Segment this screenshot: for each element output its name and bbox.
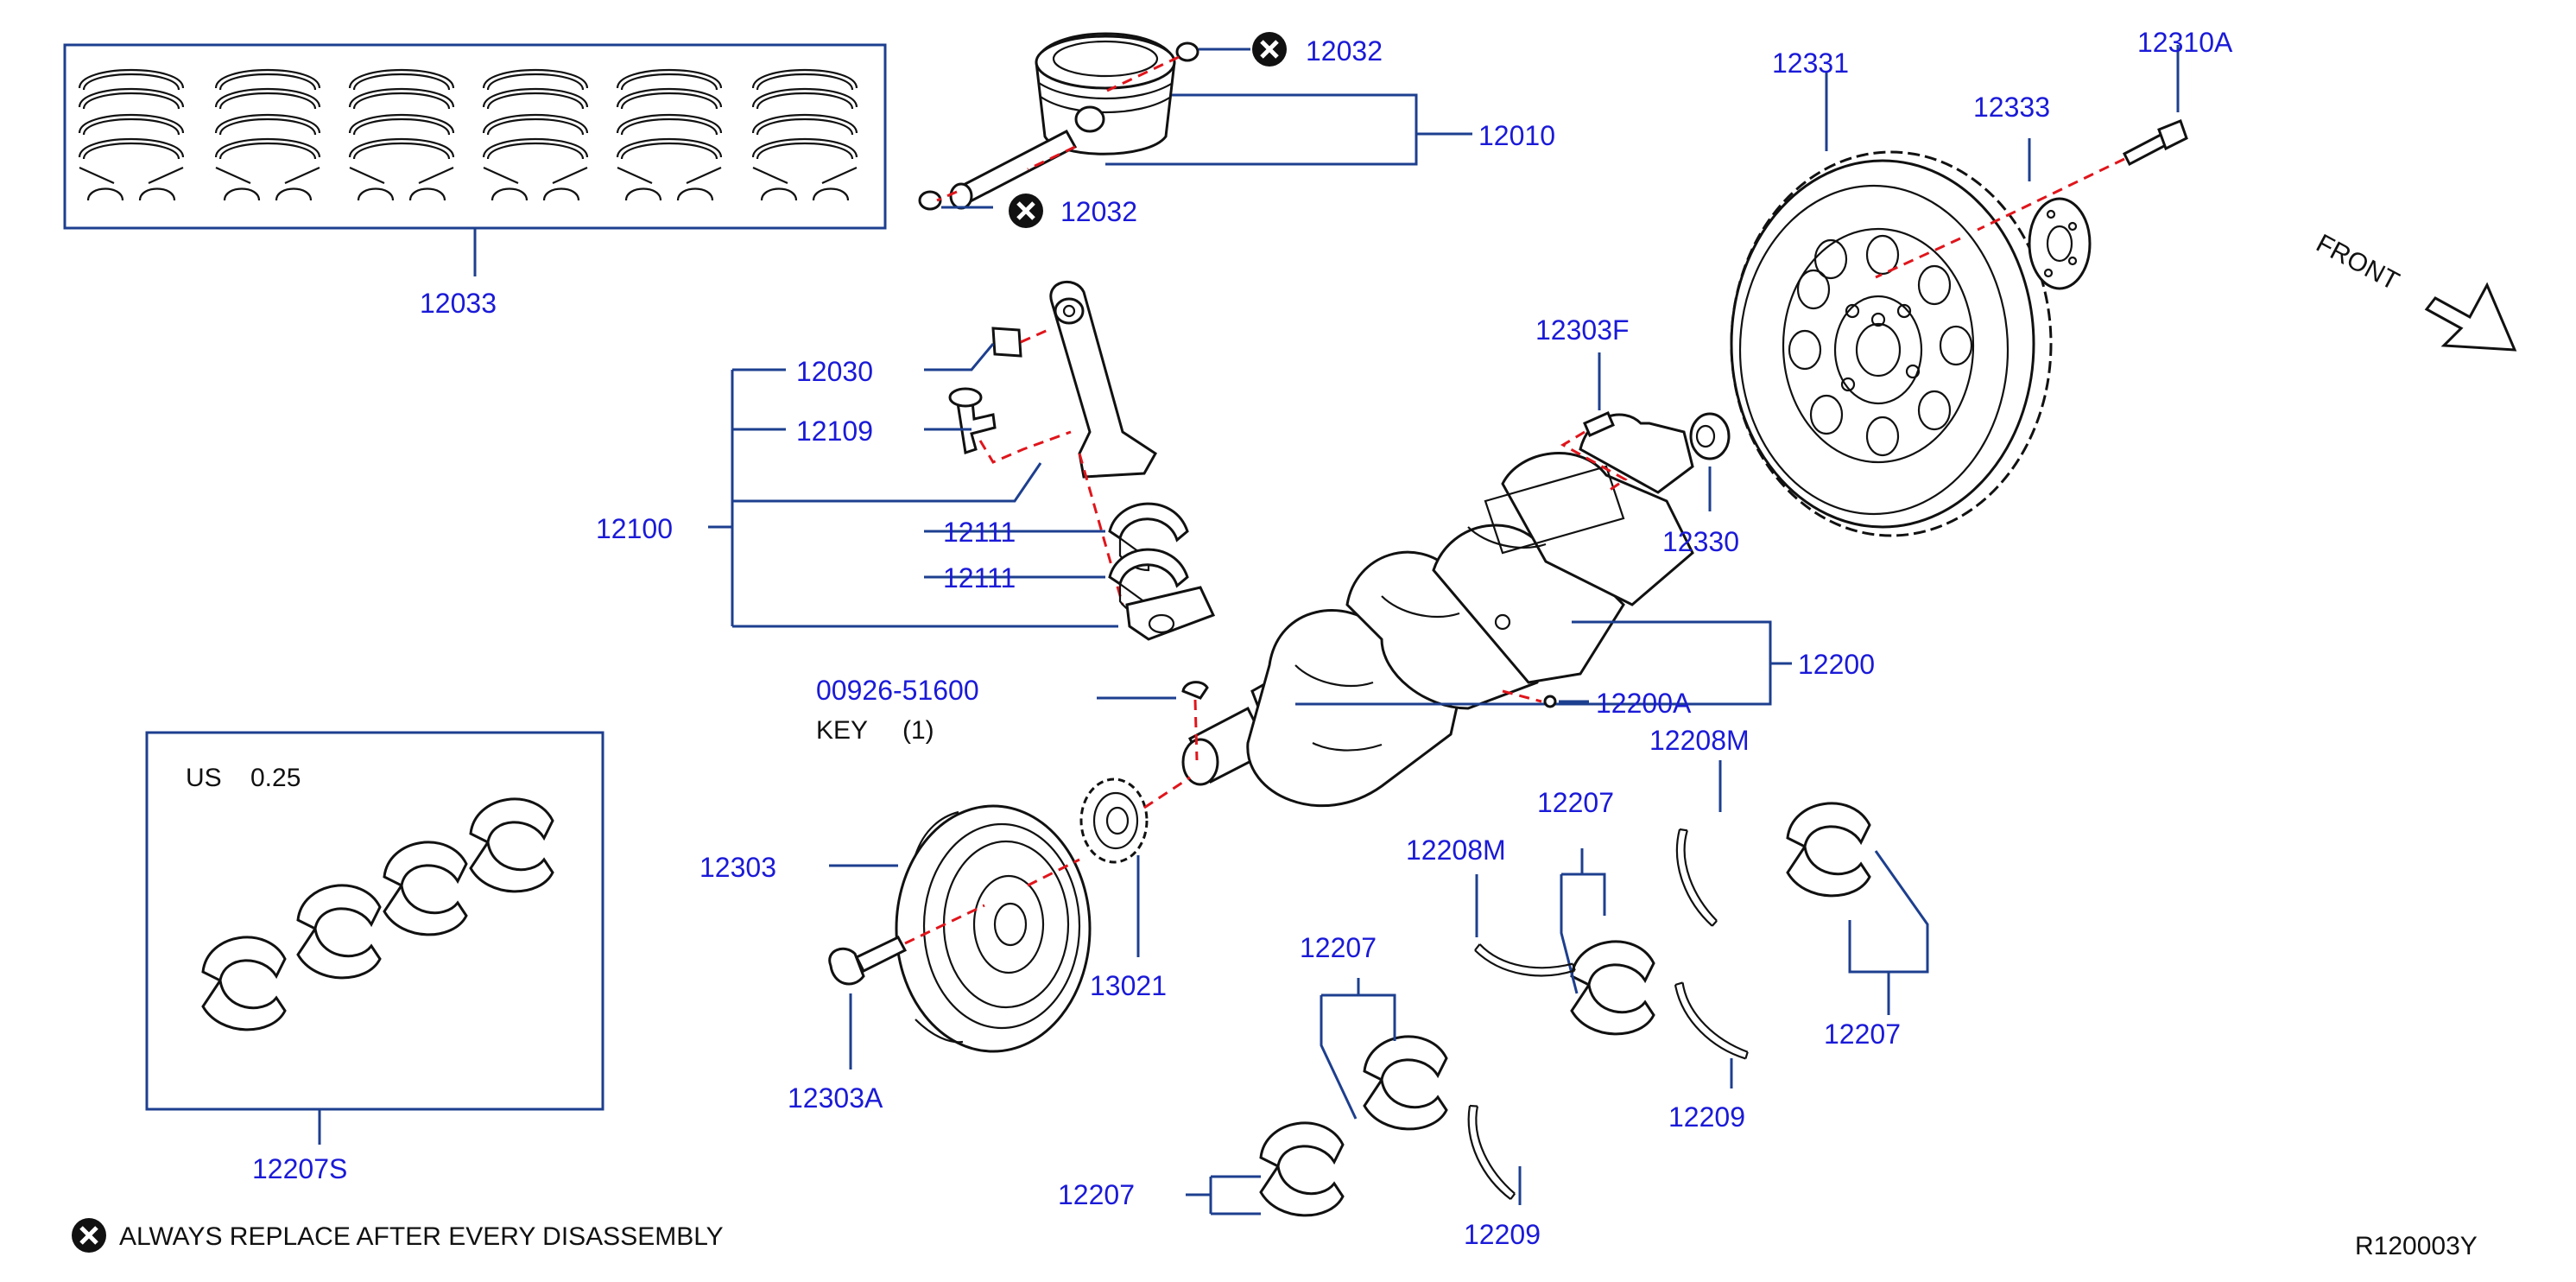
label-12109: 12109 bbox=[796, 416, 873, 447]
legend-text: ALWAYS REPLACE AFTER EVERY DISASSEMBLY bbox=[119, 1222, 724, 1251]
flywheel-bolt: 12310A bbox=[1875, 27, 2233, 279]
label-12331: 12331 bbox=[1772, 48, 1849, 79]
label-12033: 12033 bbox=[420, 288, 497, 319]
reinforcement-plate: 12333 bbox=[1973, 92, 2092, 290]
key-quantity: (1) bbox=[902, 716, 934, 745]
undersize-label: US bbox=[186, 764, 222, 792]
label-12100: 12100 bbox=[596, 513, 673, 544]
crankshaft: 12200 bbox=[1181, 413, 1875, 808]
legend: ALWAYS REPLACE AFTER EVERY DISASSEMBLY bbox=[72, 1218, 724, 1253]
thrust-washer-lower-1 bbox=[1438, 1101, 1545, 1201]
label-12303F: 12303F bbox=[1535, 314, 1630, 346]
main-bearing-1 bbox=[1259, 1121, 1345, 1217]
dowel-pin: 12303F bbox=[1535, 314, 1630, 494]
crank-sprocket: 13021 bbox=[1079, 777, 1167, 1001]
main-bearing-2 bbox=[1363, 1035, 1448, 1131]
undersize-value: 0.25 bbox=[250, 764, 301, 792]
replace-icon bbox=[72, 1218, 106, 1253]
main-bearing-3 bbox=[1570, 940, 1655, 1036]
label-12209-a: 12209 bbox=[1464, 1219, 1541, 1250]
label-12333: 12333 bbox=[1973, 92, 2050, 123]
front-indicator: FRONT bbox=[2312, 229, 2517, 352]
label-12030: 12030 bbox=[796, 356, 873, 387]
front-arrow-icon bbox=[2424, 282, 2517, 352]
crank-pulley: 12303 bbox=[699, 804, 1092, 1053]
replace-icon-bottom bbox=[1009, 194, 1043, 228]
woodruff-key: 00926-51600 KEY (1) bbox=[816, 675, 1209, 761]
label-12207-b: 12207 bbox=[1300, 932, 1377, 963]
pilot-bearing: 12330 bbox=[1662, 412, 1739, 557]
reference-code: R120003Y bbox=[2355, 1232, 2478, 1260]
key-label: KEY bbox=[816, 716, 868, 745]
label-12209-b: 12209 bbox=[1668, 1101, 1745, 1133]
label-12303: 12303 bbox=[699, 852, 776, 883]
label-12207-a: 12207 bbox=[1058, 1179, 1135, 1210]
label-12111-b: 12111 bbox=[943, 562, 1016, 593]
label-12208M-b: 12208M bbox=[1649, 725, 1750, 756]
label-12010: 12010 bbox=[1478, 120, 1555, 151]
label-12208M-a: 12208M bbox=[1406, 835, 1506, 866]
kit-shell-3 bbox=[296, 884, 382, 980]
label-12207S: 12207S bbox=[252, 1153, 347, 1184]
label-12207-d: 12207 bbox=[1824, 1019, 1901, 1050]
main-bearings: 12207 12207 12207 12207 bbox=[1058, 787, 1929, 1217]
piston-ring-set-box: 12033 bbox=[63, 43, 887, 319]
thrust-washer-upper-2 bbox=[1643, 825, 1751, 928]
label-12330: 12330 bbox=[1662, 526, 1739, 557]
thrust-washers: 12208M 12209 12208M 12209 bbox=[1406, 725, 1759, 1250]
label-12111-a: 12111 bbox=[943, 517, 1016, 548]
crank-plug: 12200A bbox=[1502, 688, 1692, 719]
main-bearing-4 bbox=[1786, 802, 1871, 898]
connecting-rod-assembly: 12030 12109 12100 12111 12111 bbox=[596, 280, 1216, 641]
thrust-washer-lower-2 bbox=[1663, 980, 1759, 1060]
label-12303A: 12303A bbox=[788, 1082, 883, 1114]
replace-icon-top bbox=[1252, 32, 1287, 67]
label-00926-51600: 00926-51600 bbox=[816, 675, 979, 706]
kit-shell-1 bbox=[469, 797, 554, 893]
piston-ring-set bbox=[79, 70, 857, 200]
label-12207-c: 12207 bbox=[1537, 787, 1614, 818]
flywheel: 12331 bbox=[1730, 48, 2053, 537]
pulley-bolt: 12303A bbox=[788, 776, 1191, 1114]
kit-shell-2 bbox=[383, 841, 468, 936]
label-12200: 12200 bbox=[1798, 649, 1875, 680]
label-12032-top: 12032 bbox=[1306, 35, 1383, 67]
undersize-bearing-kit: US 0.25 12207S bbox=[145, 731, 604, 1184]
front-label: FRONT bbox=[2312, 229, 2404, 296]
label-12310A: 12310A bbox=[2137, 27, 2233, 58]
label-13021: 13021 bbox=[1090, 970, 1167, 1001]
label-12032-bottom: 12032 bbox=[1060, 196, 1137, 227]
piston-assembly: 12032 12032 12010 bbox=[918, 32, 1555, 228]
kit-shell-4 bbox=[201, 936, 287, 1031]
label-12200A: 12200A bbox=[1596, 688, 1692, 719]
